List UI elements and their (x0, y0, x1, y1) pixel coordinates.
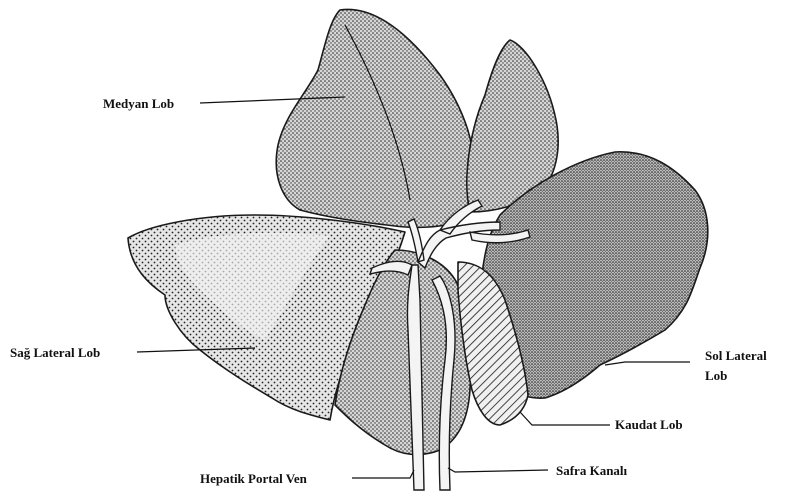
label-median-lobe: Medyan Lob (103, 96, 174, 111)
median-lobe (276, 9, 475, 227)
label-caudate-lobe: Kaudat Lob (615, 417, 683, 432)
leader-hepatic-portal-vein (352, 470, 414, 478)
label-right-lateral-lobe: Sağ Lateral Lob (10, 345, 100, 360)
leader-left-lateral-lobe (605, 362, 690, 365)
leader-bile-duct (448, 468, 548, 472)
leader-caudate-lobe (520, 412, 610, 425)
label-bile-duct: Safra Kanalı (556, 463, 628, 478)
label-left-lateral-lobe-1: Sol Lateral (705, 348, 767, 363)
label-left-lateral-lobe-2: Lob (705, 368, 727, 383)
label-hepatic-portal-vein: Hepatik Portal Ven (200, 471, 308, 486)
